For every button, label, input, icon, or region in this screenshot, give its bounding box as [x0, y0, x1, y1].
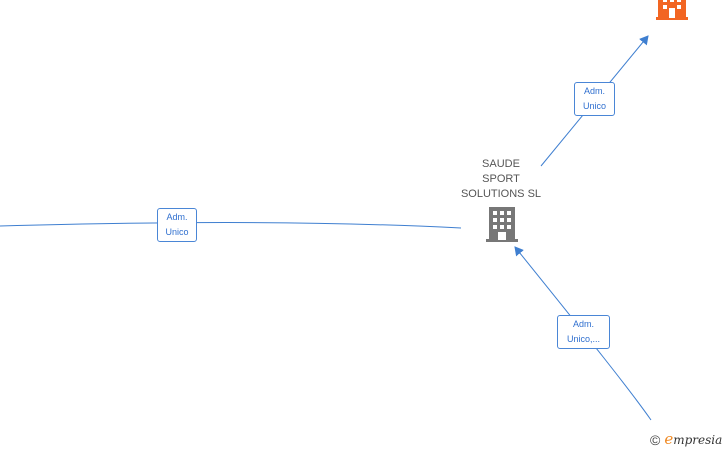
edge-label-top-right-line-2: Unico [582, 101, 606, 111]
edge-label-left-line-2: Unico [165, 227, 189, 237]
center-company-name-line-3: SOLUTIONS SL [460, 188, 542, 200]
copyright-symbol: © [650, 432, 661, 448]
edge-label-left[interactable]: Adm. Unico [157, 208, 197, 242]
copyright-footer: ©empresia [650, 430, 722, 448]
center-company-building-icon[interactable] [486, 207, 518, 243]
top-right-company-building-icon[interactable] [656, 0, 688, 20]
edge-label-bottom-right-line-1: Adm. [572, 319, 594, 329]
edge-bottom-right [514, 246, 652, 421]
edge-label-bottom-right-line-2: Unico,... [566, 334, 600, 344]
center-company-name[interactable]: SAUDE SPORT SOLUTIONS SL [455, 157, 547, 202]
edge-label-top-right-line-1: Adm. [583, 86, 605, 96]
brand-logo-text: mpresia [673, 433, 723, 447]
brand-logo-letter: e [664, 430, 674, 448]
center-company-name-line-1: SAUDE [482, 158, 520, 170]
center-company-name-line-2: SPORT [482, 173, 520, 185]
edge-label-left-line-1: Adm. [166, 212, 188, 222]
edge-left [0, 222, 462, 229]
edge-label-top-right[interactable]: Adm. Unico [574, 82, 615, 116]
edge-label-bottom-right[interactable]: Adm. Unico,... [557, 315, 610, 349]
